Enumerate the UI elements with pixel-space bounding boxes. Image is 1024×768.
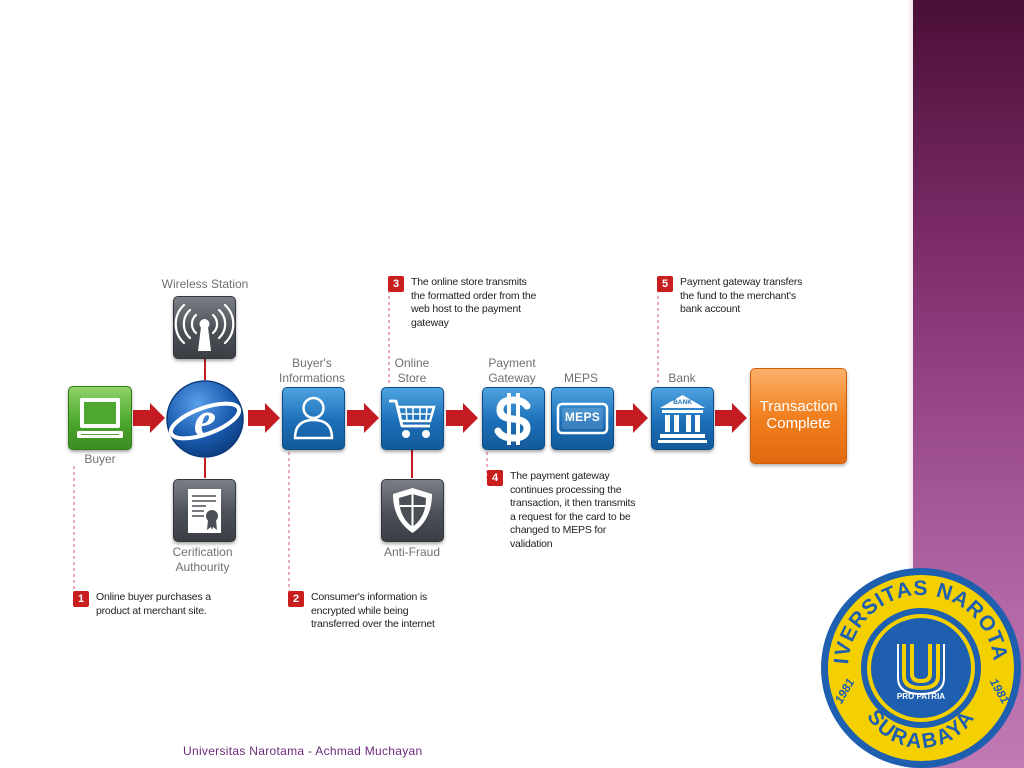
shopping-cart-icon (389, 399, 436, 438)
step-4-line: a request for the card to be (510, 510, 631, 523)
label-online-store-line1: Online (394, 356, 430, 370)
step-4-line: The payment gateway (510, 470, 610, 482)
meps-tile: MEPS (551, 387, 614, 450)
step-3-line: web host to the payment (411, 303, 521, 315)
slide-footer: Universitas Narotama - Achmad Muchayan (183, 744, 423, 758)
label-buyers-line1: Buyer's (292, 356, 332, 370)
bank-badge-text: BANK (673, 399, 692, 406)
label-payment-gateway-line1: Payment (488, 356, 536, 370)
label-certification-authority: Cerification Authourity (145, 545, 260, 575)
logo-motto: PRO PATRIA (897, 692, 945, 701)
bank-tile: BANK (651, 387, 714, 450)
step-description: Online buyer purchases a product at merc… (96, 591, 211, 618)
transaction-complete-box: Transaction Complete (750, 368, 847, 464)
university-logo: UNIVERSITAS NAROTAMA SURABAYA PRO PATRIA… (818, 568, 1021, 768)
step-3-line: gateway (411, 316, 449, 329)
diagram-connectors (73, 290, 747, 595)
buyer-info-tile (282, 387, 345, 450)
bank-building-icon (658, 395, 707, 443)
svg-text:e: e (194, 391, 216, 447)
step-5-line: bank account (680, 303, 741, 315)
step-description: The online store transmits the formatted… (411, 276, 536, 330)
wireless-station-tile (173, 296, 236, 359)
label-online-store-line2: Store (397, 371, 427, 385)
step-2-line: Consumer's information is (311, 591, 428, 603)
step-1-line: Online buyer purchases a (96, 591, 211, 603)
transaction-complete-line1: Transaction (759, 398, 838, 415)
online-store-tile (381, 387, 444, 450)
step-number-badge: 2 (288, 591, 304, 607)
buyer-computer-tile (68, 386, 132, 450)
step-2: 2 Consumer's information is encrypted wh… (288, 591, 468, 635)
label-buyer: Buyer (84, 452, 116, 466)
anti-fraud-tile (381, 479, 444, 542)
step-2-line: transferred over the internet (311, 618, 435, 630)
transaction-complete-line2: Complete (766, 415, 831, 432)
sidebar-edge (906, 0, 913, 768)
label-payment-gateway-line2: Gateway (488, 371, 536, 385)
step-4-line: validation (510, 537, 553, 550)
meps-badge-text: MEPS (564, 410, 601, 424)
shield-icon (393, 488, 432, 533)
label-buyers-line2: Informations (278, 371, 346, 385)
label-online-store: Online Store (372, 356, 452, 386)
step-number-badge: 5 (657, 276, 673, 292)
wireless-antenna-icon (174, 303, 235, 351)
step-3-line: the formatted order from the (411, 289, 537, 302)
step-description: The payment gateway continues processing… (510, 470, 636, 551)
step-number-badge: 4 (487, 470, 503, 486)
label-meps: MEPS (563, 371, 598, 385)
step-4-line: transaction, it then transmits (510, 497, 636, 509)
step-description: Consumer's information is encrypted whil… (311, 591, 435, 632)
label-payment-gateway: Payment Gateway (472, 356, 552, 386)
certificate-icon (188, 489, 221, 533)
label-buyers-informations: Buyer's Informations (262, 356, 362, 386)
meps-card-icon (556, 402, 609, 435)
step-2-line: encrypted while being (311, 604, 409, 617)
step-3-line: The online store transmits (411, 276, 527, 288)
label-bank: Bank (668, 371, 696, 385)
dollar-icon (494, 393, 531, 445)
payment-gateway-tile (482, 387, 545, 450)
step-number-badge: 3 (388, 276, 404, 292)
internet-browser-icon: e (166, 380, 244, 458)
label-wireless-station: Wireless Station (161, 277, 249, 291)
step-description: Payment gateway transfers the fund to th… (680, 276, 802, 317)
step-4: 4 The payment gateway continues processi… (487, 470, 667, 556)
step-number-badge: 1 (73, 591, 89, 607)
label-certification-line1: Cerification (172, 545, 233, 559)
step-4-line: continues processing the (510, 483, 622, 496)
step-1-line: product at merchant site. (96, 604, 207, 617)
payment-flow-diagram: Wireless Station Buyer (68, 276, 847, 635)
label-certification-line2: Authourity (175, 560, 230, 574)
label-anti-fraud: Anti-Fraud (383, 545, 441, 559)
step-1: 1 Online buyer purchases a product at me… (73, 591, 233, 621)
step-5-line: the fund to the merchant's (680, 289, 796, 302)
flow-arrows (133, 403, 747, 433)
step-4-line: changed to MEPS for (510, 524, 607, 536)
computer-icon (77, 398, 123, 438)
step-5-line: Payment gateway transfers (680, 276, 803, 288)
certificate-tile (173, 479, 236, 542)
user-icon (293, 396, 334, 440)
step-5: 5 Payment gateway transfers the fund to … (657, 276, 832, 320)
step-3: 3 The online store transmits the formatt… (388, 276, 568, 334)
